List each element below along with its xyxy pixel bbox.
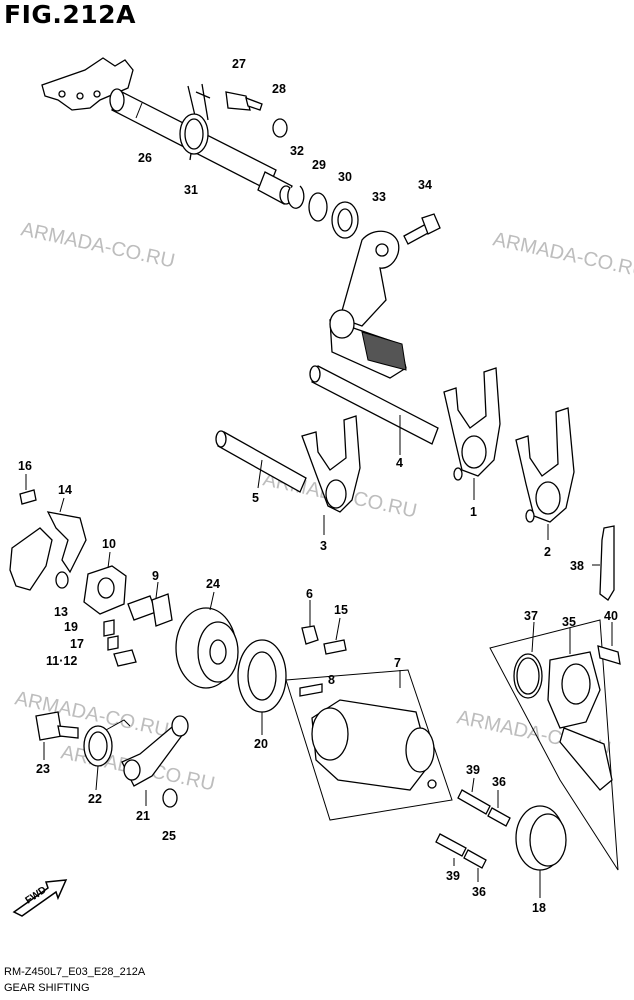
part-pin-36-upper xyxy=(487,790,511,827)
callout-16: 16 xyxy=(18,459,32,473)
part-return-spring xyxy=(179,83,211,161)
watermark-2: ARMADA-CO.RU xyxy=(491,228,634,282)
callout-25: 25 xyxy=(162,829,176,843)
callout-32: 32 xyxy=(290,144,304,158)
callout-10: 10 xyxy=(102,537,116,551)
part-washer-29 xyxy=(308,192,328,222)
callout-1: 1 xyxy=(470,505,477,519)
callout-5: 5 xyxy=(252,491,259,505)
part-bearing-20 xyxy=(237,639,287,735)
fwd-arrow: FWD xyxy=(12,879,68,917)
part-bolt-15 xyxy=(323,617,347,655)
callout-15: 15 xyxy=(334,603,348,617)
watermark-1: ARMADA-CO.RU xyxy=(19,218,177,272)
part-screw-16 xyxy=(19,474,37,505)
part-washer-25 xyxy=(162,788,178,808)
part-bearing-18 xyxy=(515,805,567,898)
part-shift-fork-3 xyxy=(301,415,361,535)
part-pin-8 xyxy=(299,683,323,697)
part-washer-28 xyxy=(272,118,288,138)
figure-title: FIG.212A xyxy=(4,0,136,29)
part-circlip xyxy=(287,185,305,209)
part-roller xyxy=(55,571,69,589)
part-stopper-plate xyxy=(301,600,319,645)
callout-33: 33 xyxy=(372,190,386,204)
callout-27: 27 xyxy=(232,57,246,71)
callout-2: 2 xyxy=(544,545,551,559)
callout-24: 24 xyxy=(206,577,220,591)
part-cam-drive-gear xyxy=(175,591,239,689)
part-cam-driven-gear xyxy=(83,551,127,615)
part-plate xyxy=(46,497,87,574)
part-gearshift-cam xyxy=(285,669,453,821)
part-fork-shaft-short xyxy=(215,430,307,493)
callout-3: 3 xyxy=(320,539,327,553)
part-bolt-23 xyxy=(35,711,79,760)
callout-9: 9 xyxy=(152,569,159,583)
part-clamp xyxy=(592,525,615,601)
part-fork-shaft-long xyxy=(309,365,439,455)
callout-31: 31 xyxy=(184,183,198,197)
part-pin-36-lower xyxy=(463,849,487,882)
footer-code: RM-Z450L7_E03_E28_212A xyxy=(4,966,146,978)
callout-40: 40 xyxy=(604,609,618,623)
callout-39-upper: 39 xyxy=(466,763,480,777)
callout-19: 19 xyxy=(64,620,78,634)
part-stopper-bolt xyxy=(225,91,263,111)
callout-4: 4 xyxy=(396,456,403,470)
part-spring-39-lower xyxy=(435,833,467,866)
part-pin-17 xyxy=(107,635,119,651)
callout-29: 29 xyxy=(312,158,326,172)
callout-23: 23 xyxy=(36,762,50,776)
part-bracket xyxy=(9,527,53,591)
callout-38: 38 xyxy=(570,559,584,573)
part-spring-22 xyxy=(83,719,131,791)
part-oil-seal xyxy=(331,201,359,239)
part-shift-shaft xyxy=(41,57,293,205)
callout-13: 13 xyxy=(54,605,68,619)
part-shift-fork-1 xyxy=(443,367,501,500)
callout-labels: 27 28 26 31 32 29 30 33 34 4 5 3 1 2 38 … xyxy=(18,57,618,915)
part-pin-bolt xyxy=(127,581,173,627)
callout-7: 7 xyxy=(394,656,401,670)
callout-6: 6 xyxy=(306,587,313,601)
callout-36-lower: 36 xyxy=(472,885,486,899)
part-bolt-40 xyxy=(597,622,621,665)
callout-8: 8 xyxy=(328,673,335,687)
part-bolt-34 xyxy=(403,213,441,245)
footer-name: GEAR SHIFTING xyxy=(4,982,90,994)
callout-22: 22 xyxy=(88,792,102,806)
callout-35: 35 xyxy=(562,615,576,629)
part-shim xyxy=(113,649,137,667)
callout-14: 14 xyxy=(58,483,72,497)
callout-36-upper: 36 xyxy=(492,775,506,789)
part-spring-19 xyxy=(103,619,115,637)
callout-20: 20 xyxy=(254,737,268,751)
callout-30: 30 xyxy=(338,170,352,184)
part-spring-39-upper xyxy=(457,777,491,815)
callout-37: 37 xyxy=(524,609,538,623)
callout-26: 26 xyxy=(138,151,152,165)
part-gear-shift-arm xyxy=(329,230,407,379)
callout-11-12: 11·12 xyxy=(46,654,77,668)
callout-34: 34 xyxy=(418,178,432,192)
part-stopper-lever xyxy=(121,715,189,806)
part-shift-fork-2 xyxy=(515,407,575,540)
callout-17: 17 xyxy=(70,637,84,651)
callout-39-lower: 39 xyxy=(446,869,460,883)
part-o-ring xyxy=(513,621,543,699)
callout-18: 18 xyxy=(532,901,546,915)
part-gear-position-sensor xyxy=(489,619,619,871)
callout-21: 21 xyxy=(136,809,150,823)
callout-28: 28 xyxy=(272,82,286,96)
